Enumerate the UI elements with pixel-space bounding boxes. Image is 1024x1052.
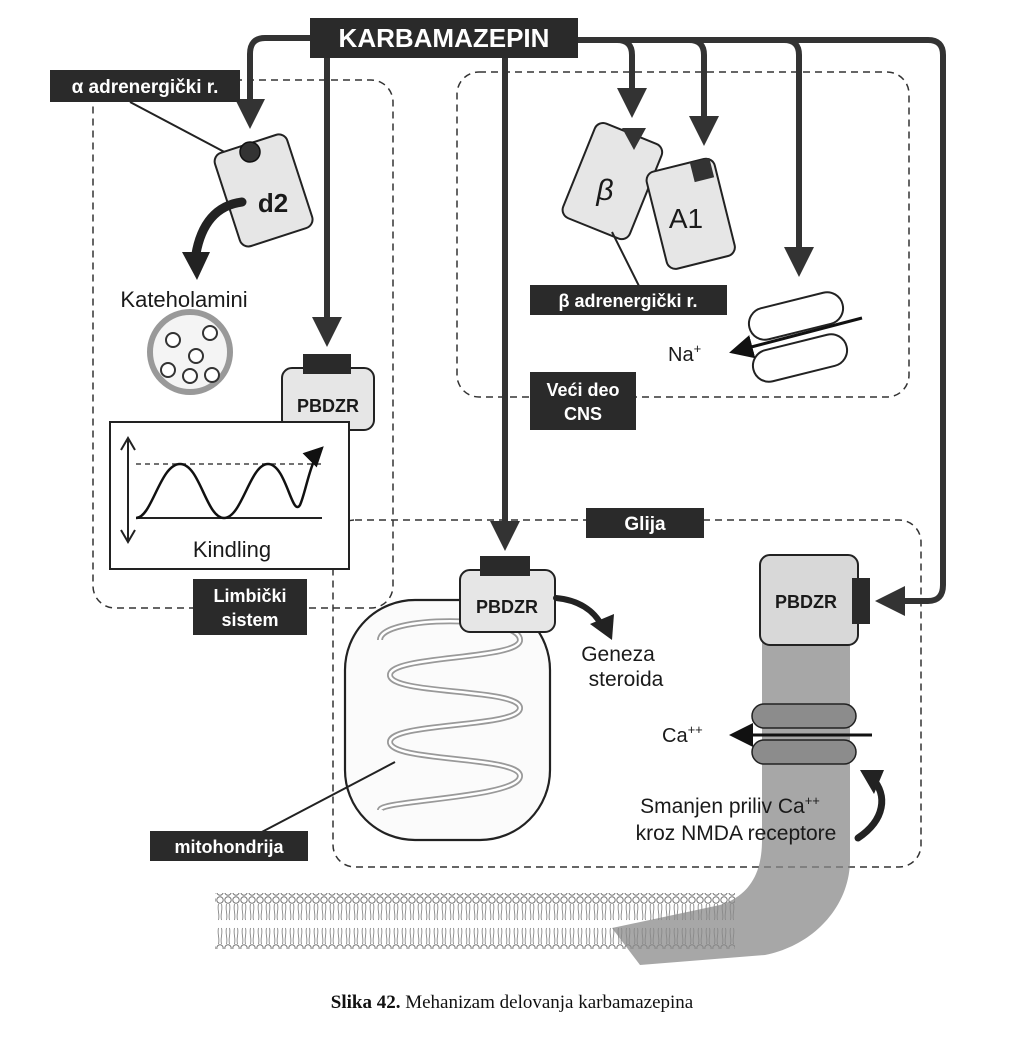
nmda-line2-text: kroz NMDA receptore	[636, 822, 837, 845]
d2-ligand	[239, 141, 261, 163]
na-channel-top	[747, 291, 845, 341]
beta-label-text: β adrenergički r.	[558, 291, 697, 311]
nmda-line1-text: Smanjen priliv Ca++	[640, 793, 820, 818]
alpha-pointer	[129, 101, 233, 157]
caption-figure-number: Slika 42.	[330, 992, 401, 1013]
arrow-to-a1	[576, 37, 719, 146]
steroid-line1-text: Geneza	[581, 643, 655, 666]
mitochondria-pointer	[257, 761, 396, 835]
pbdzr-mito-text: PBDZR	[476, 597, 538, 617]
title-text: KARBAMAZEPIN	[339, 23, 550, 53]
d2-to-catecholamines-arrow	[190, 197, 247, 265]
glia-text: Glija	[624, 514, 666, 535]
nmda-curved-arrow	[854, 774, 886, 842]
mitochondria-text: mitohondrija	[175, 837, 285, 857]
a1-ligand	[689, 157, 715, 183]
na-channel-bottom	[751, 333, 849, 383]
glia-label-box	[586, 508, 704, 538]
catecholamines-text: Kateholamini	[120, 287, 247, 312]
mitochondria-label-box	[150, 831, 308, 861]
beta-pointer	[611, 231, 641, 289]
cns-region	[456, 71, 910, 398]
kindling-text: Kindling	[193, 537, 271, 562]
ca-text: Ca++	[662, 722, 703, 747]
nmda-arrowhead	[860, 770, 884, 794]
beta-label-box	[530, 285, 727, 315]
mitochondrion	[343, 598, 552, 842]
title-box	[310, 18, 578, 58]
pbdzr-limbic-ligand	[303, 354, 351, 374]
ca-channel-bottom	[751, 739, 857, 765]
vesicle	[147, 309, 233, 395]
caption-text: Mehanizam delovanja karbamazepina	[405, 992, 694, 1013]
figure-caption: Slika 42. Mehanizam delovanja karbamazep…	[0, 992, 1024, 1014]
d2-text: d2	[258, 188, 288, 218]
alpha-label-box	[50, 70, 240, 102]
d2-arrowhead	[182, 252, 210, 280]
a1-text: A1	[669, 203, 703, 234]
na-flux-arrow	[729, 316, 863, 359]
pbdzr-limbic-text: PBDZR	[297, 396, 359, 416]
cns-label-box	[530, 372, 636, 430]
arrow-to-alpha	[235, 35, 312, 129]
na-text: Na+	[668, 341, 701, 366]
limbic-label-box	[193, 579, 307, 635]
beta-ligand	[622, 128, 646, 150]
steroid-arrow	[553, 595, 605, 629]
cns-line1-text: Veći deo	[546, 380, 619, 400]
pbdzr-glia-text: PBDZR	[775, 592, 837, 612]
beta-glyph-text: β	[595, 174, 613, 207]
cns-line2-text: CNS	[564, 404, 602, 424]
steroid-arrowhead	[590, 614, 614, 640]
ca-channel-top	[751, 703, 857, 729]
arrow-to-pbdzr-glia	[576, 37, 946, 616]
alpha-label-text: α adrenergički r.	[72, 77, 219, 98]
pbdzr-mito-ligand	[480, 556, 530, 576]
pbdzr-glia-ligand	[852, 578, 870, 624]
steroid-line2-text: steroida	[589, 668, 664, 691]
limbic-line1-text: Limbički	[213, 586, 286, 606]
a1-receptor	[645, 157, 736, 270]
glia-region	[332, 519, 922, 868]
limbic-line2-text: sistem	[221, 610, 278, 630]
kindling-plot	[120, 436, 324, 544]
